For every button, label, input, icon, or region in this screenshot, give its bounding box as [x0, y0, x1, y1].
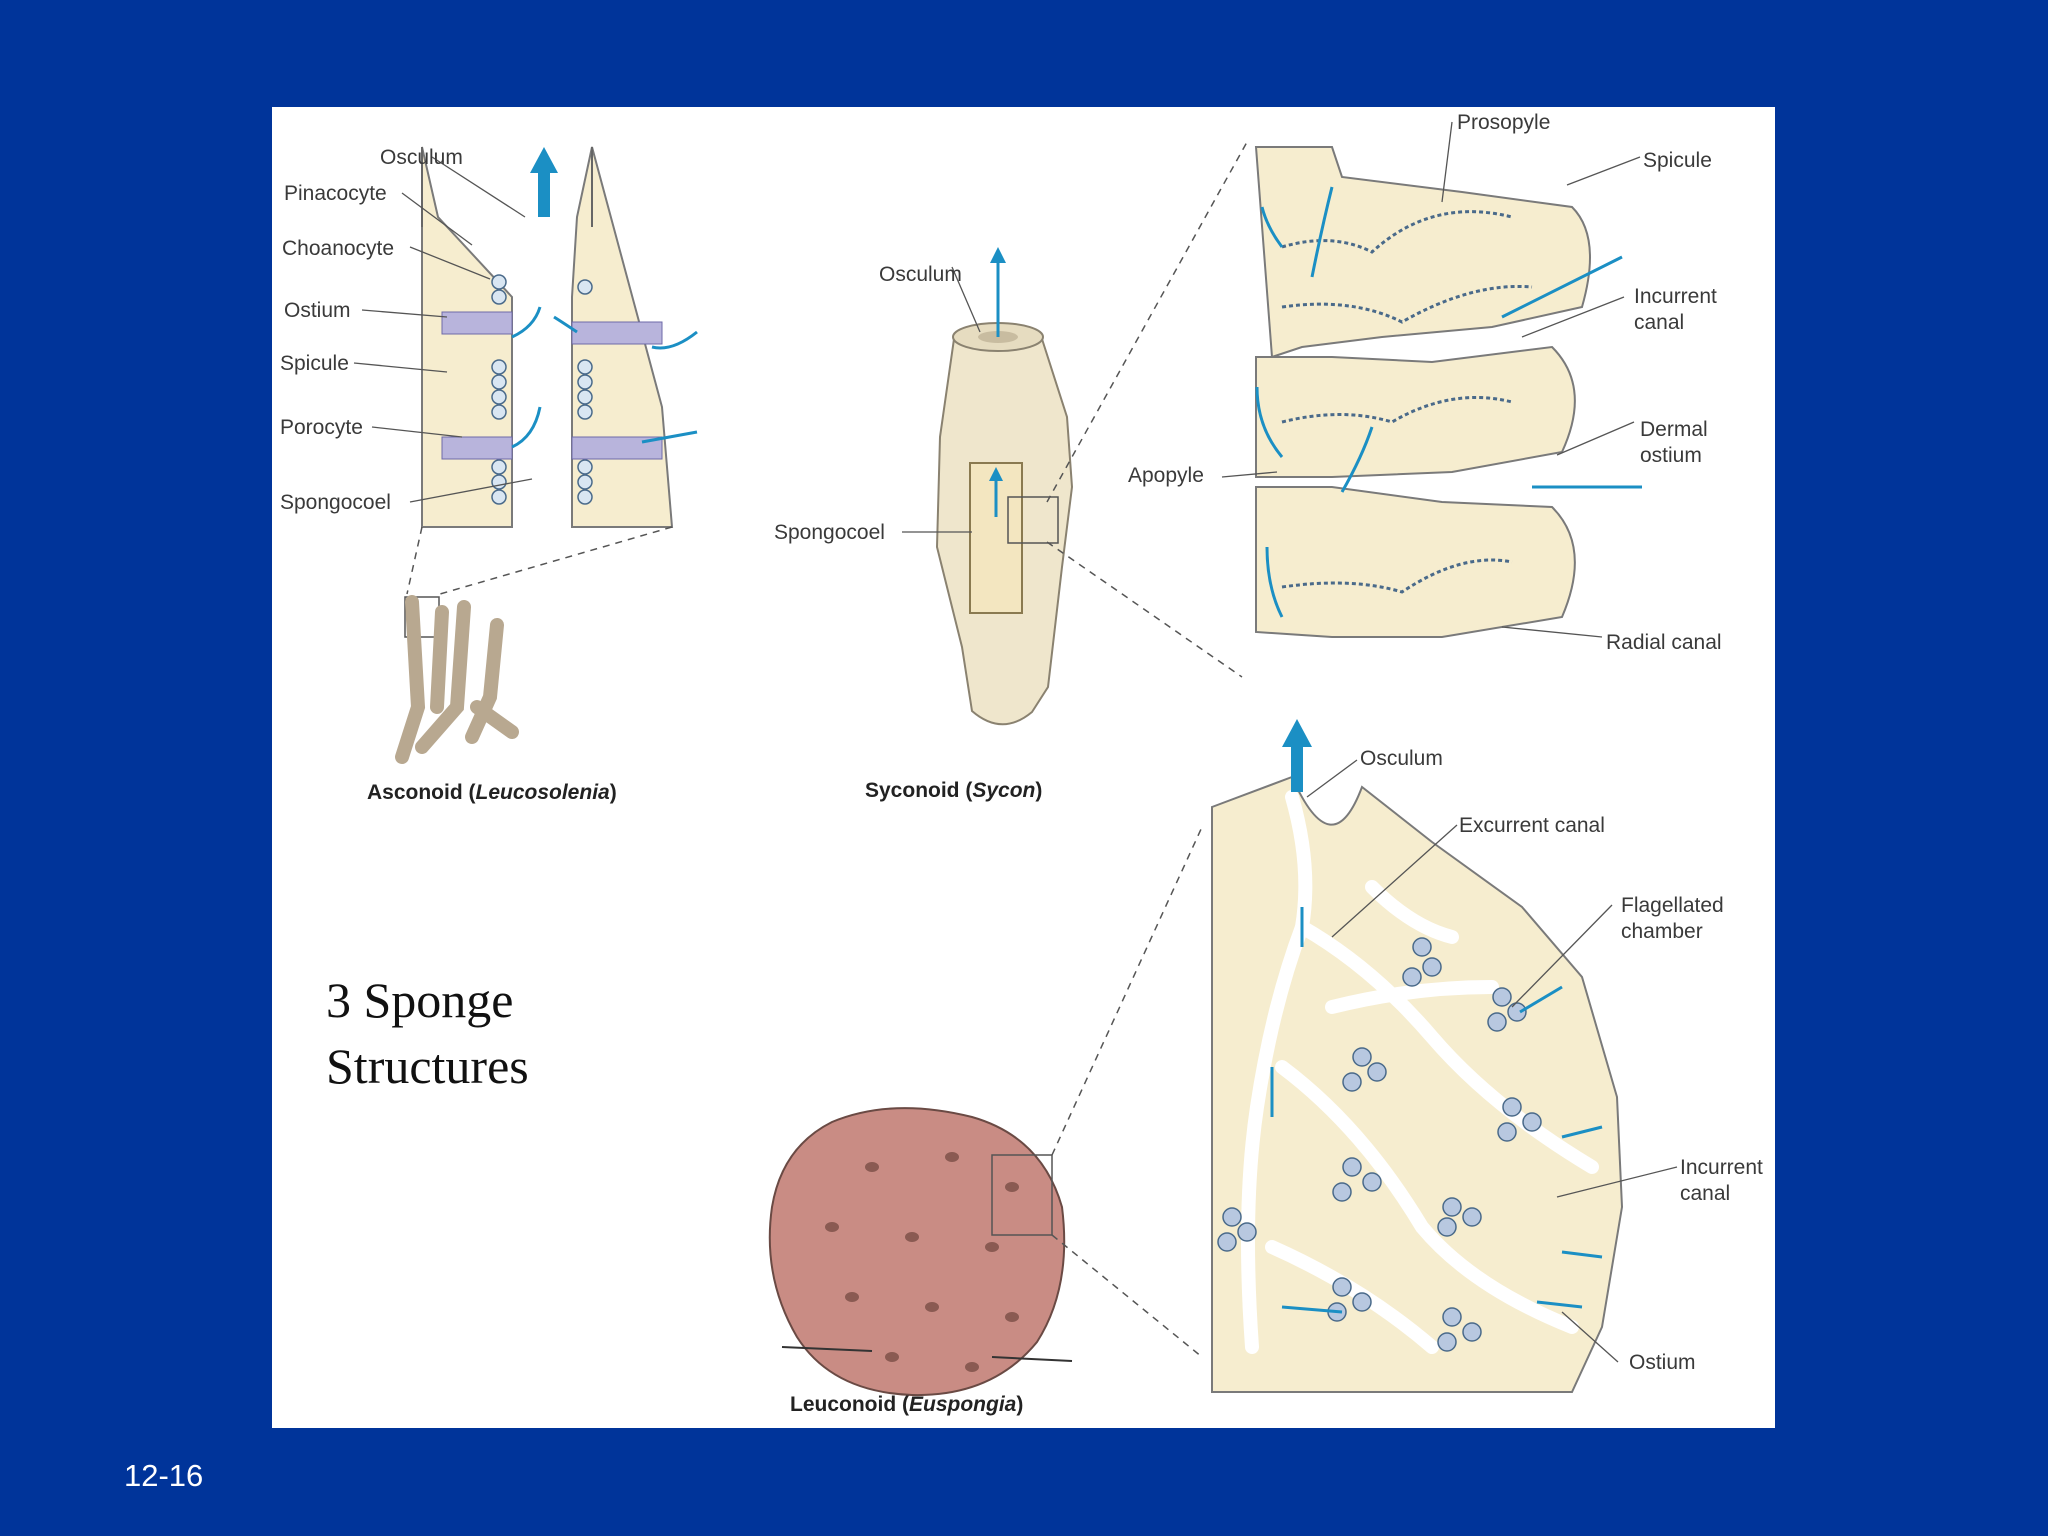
sycon-spicule-label: Spicule — [1643, 149, 1712, 172]
leuconoid-incurrent-canal-label-2: canal — [1680, 1182, 1730, 1205]
leuconoid-caption: Leuconoid (Euspongia) — [790, 1393, 1023, 1416]
sycon-prosopyle-label: Prosopyle — [1457, 111, 1550, 134]
asconoid-osculum-label: Osculum — [380, 146, 463, 169]
sycon-radial-canal-label: Radial canal — [1606, 631, 1722, 654]
syconoid-spongocoel-label: Spongocoel — [774, 521, 885, 544]
asconoid-spongocoel-label: Spongocoel — [280, 491, 391, 514]
sycon-apopyle-label: Apopyle — [1128, 464, 1204, 487]
leuconoid-flagellated-chamber-label-2: chamber — [1621, 920, 1703, 943]
sponge-diagram: Osculum Pinacocyte Choanocyte Ostium Spi… — [280, 111, 1763, 1416]
asconoid-illustration: Osculum Pinacocyte Choanocyte Ostium Spi… — [280, 146, 698, 804]
asconoid-porocyte-label: Porocyte — [280, 416, 363, 439]
leuconoid-flagellated-chamber-label-1: Flagellated — [1621, 894, 1724, 917]
sycon-detail-illustration: Prosopyle Spicule Incurrent canal Dermal… — [1128, 111, 1722, 654]
syconoid-illustration: Osculum Spongocoel Syconoid (Sycon) — [774, 141, 1248, 802]
leuconoid-osculum-label: Osculum — [1360, 747, 1443, 770]
sycon-incurrent-canal-label-2: canal — [1634, 311, 1684, 334]
slide-title-line-1: 3 Sponge — [326, 972, 514, 1028]
asconoid-caption: Asconoid (Leucosolenia) — [367, 781, 617, 804]
leuconoid-incurrent-canal-label-1: Incurrent — [1680, 1156, 1763, 1179]
sycon-dermal-ostium-label-2: ostium — [1640, 444, 1702, 467]
leuconoid-excurrent-canal-label: Excurrent canal — [1459, 814, 1605, 837]
leuconoid-illustration: Leuconoid (Euspongia) — [768, 826, 1203, 1416]
figure-panel: Osculum Pinacocyte Choanocyte Ostium Spi… — [272, 107, 1775, 1428]
slide-title-line-2: Structures — [326, 1038, 529, 1094]
slide-title: 3 Sponge Structures — [326, 967, 529, 1099]
slide-number: 12-16 — [124, 1458, 204, 1493]
sycon-incurrent-canal-label-1: Incurrent — [1634, 285, 1717, 308]
leuconoid-detail-illustration: Osculum Excurrent canal Flagellated cham… — [1211, 719, 1763, 1393]
syconoid-osculum-label: Osculum — [879, 263, 962, 286]
asconoid-spicule-label: Spicule — [280, 352, 349, 375]
asconoid-ostium-label: Ostium — [284, 299, 351, 322]
syconoid-caption: Syconoid (Sycon) — [865, 779, 1042, 802]
asconoid-pinacocyte-label: Pinacocyte — [284, 182, 387, 205]
leuconoid-ostium-label: Ostium — [1629, 1351, 1696, 1374]
sycon-dermal-ostium-label-1: Dermal — [1640, 418, 1708, 441]
asconoid-choanocyte-label: Choanocyte — [282, 237, 394, 260]
